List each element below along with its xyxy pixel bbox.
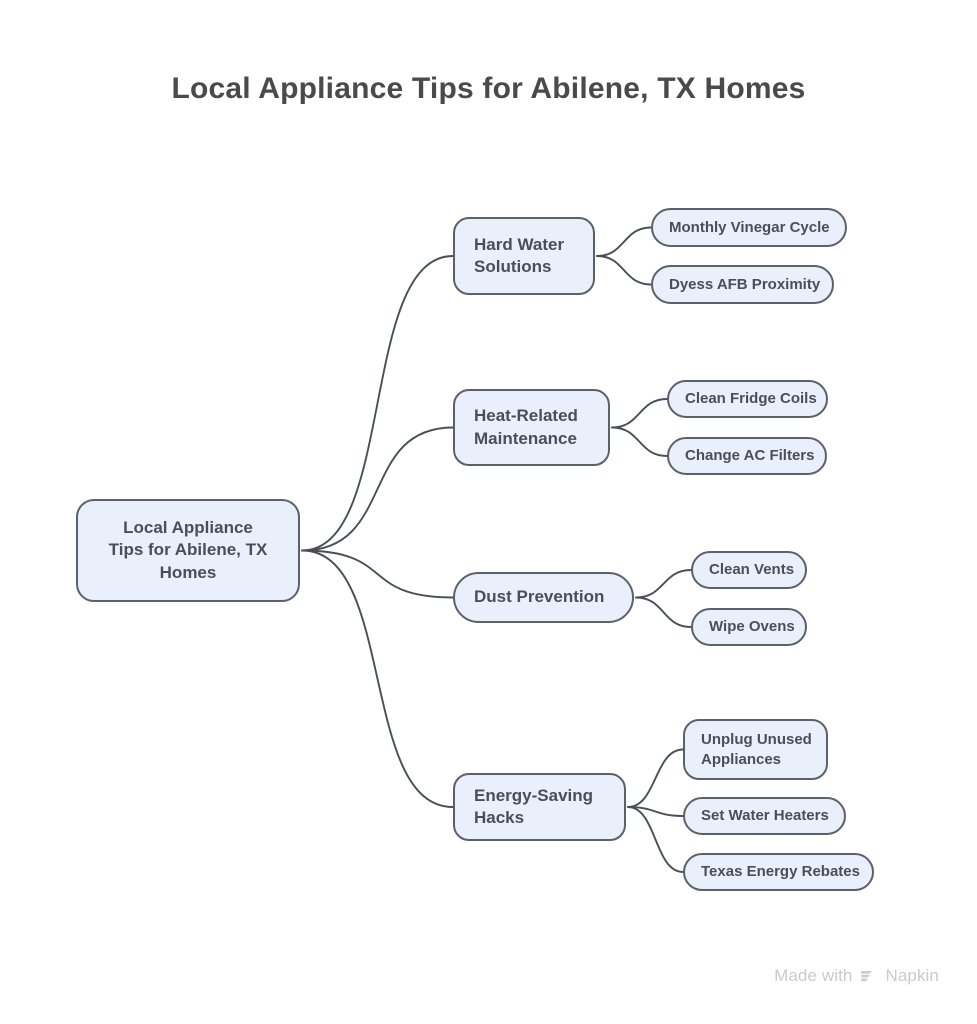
connector <box>635 569 692 599</box>
connector-edges <box>301 226 692 873</box>
connector <box>301 549 454 808</box>
leaf-node-wipe-ovens[interactable]: Wipe Ovens <box>691 608 807 646</box>
connector <box>627 748 684 808</box>
leaf-node-clean-fridge-coils[interactable]: Clean Fridge Coils <box>667 380 828 418</box>
connector <box>635 596 692 628</box>
branch-node-dust-prevention[interactable]: Dust Prevention <box>453 572 634 623</box>
branch-node-hard-water-solutions[interactable]: Hard Water Solutions <box>453 217 595 295</box>
leaf-node-clean-vents[interactable]: Clean Vents <box>691 551 807 589</box>
napkin-watermark: Made with Napkin <box>774 966 939 986</box>
leaf-node-change-ac-filters[interactable]: Change AC Filters <box>667 437 827 475</box>
connector <box>596 255 652 286</box>
leaf-node-dyess-afb-proximity[interactable]: Dyess AFB Proximity <box>651 265 834 304</box>
branch-node-energy-saving-hacks[interactable]: Energy-Saving Hacks <box>453 773 626 841</box>
connector <box>301 255 454 552</box>
connector <box>627 806 684 817</box>
connector <box>627 806 684 873</box>
leaf-node-set-water-heaters[interactable]: Set Water Heaters <box>683 797 846 835</box>
connector <box>596 226 652 257</box>
leaf-node-unplug-unused-appliances[interactable]: Unplug Unused Appliances <box>683 719 828 780</box>
branch-node-heat-related-maintenance[interactable]: Heat-Related Maintenance <box>453 389 610 466</box>
connector <box>301 549 454 599</box>
watermark-brand: Napkin <box>885 966 939 985</box>
page-title: Local Appliance Tips for Abilene, TX Hom… <box>171 72 806 105</box>
root-node[interactable]: Local Appliance Tips for Abilene, TX Hom… <box>76 499 300 602</box>
napkin-stripes-icon <box>861 970 873 981</box>
connector <box>611 426 668 457</box>
leaf-node-monthly-vinegar-cycle[interactable]: Monthly Vinegar Cycle <box>651 208 847 247</box>
leaf-node-texas-energy-rebates[interactable]: Texas Energy Rebates <box>683 853 874 891</box>
connector <box>611 398 668 429</box>
connector <box>301 426 454 552</box>
watermark-prefix: Made with <box>774 966 853 985</box>
